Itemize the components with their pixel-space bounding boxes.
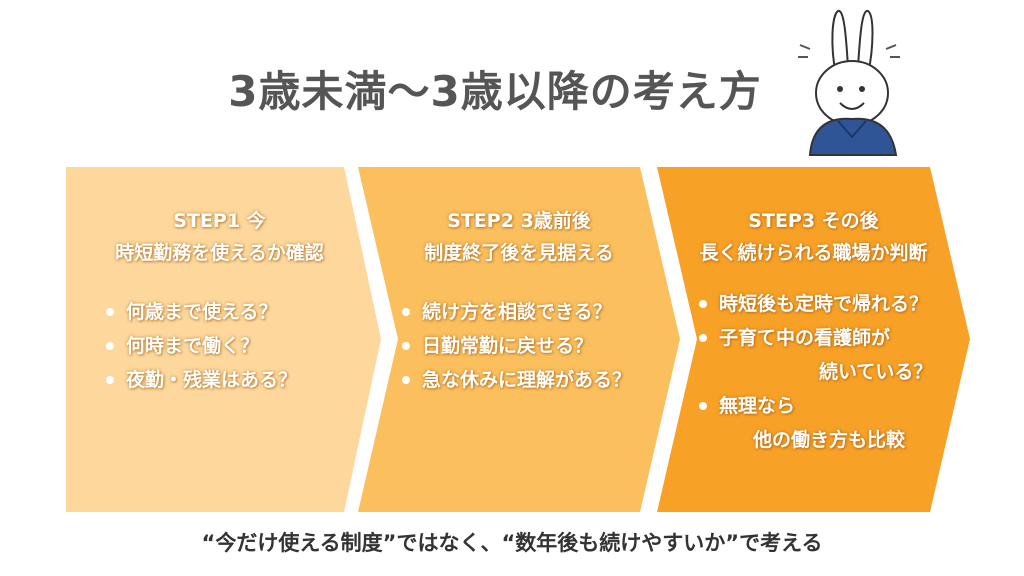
step3-heading: STEP3 その後 xyxy=(748,210,879,232)
bullet-icon xyxy=(402,308,410,316)
list-item: 時短後も定時で帰れる？ xyxy=(693,287,932,321)
step3-chevron-shape xyxy=(657,167,970,512)
step3-panel: STEP3 その後 長く続けられる職場か判断 時短後も定時で帰れる？ 子育て中の… xyxy=(657,167,970,512)
step2-heading: STEP2 3歳前後 xyxy=(447,210,591,232)
step3-subheading: 長く続けられる職場か判断 xyxy=(699,242,928,264)
step1-subheading: 時短勤務を使えるか確認 xyxy=(115,242,324,264)
bullet-icon xyxy=(402,376,410,384)
list-item: 何歳まで使える？ xyxy=(100,295,297,329)
list-item: 何時まで働く？ xyxy=(100,329,297,363)
step2-panel: STEP2 3歳前後 制度終了後を見据える 続け方を相談できる？ 日勤常勤に戻せ… xyxy=(358,167,680,512)
step2-chevron-shape xyxy=(358,167,680,512)
list-item: 夜勤・残業はある？ xyxy=(100,363,297,397)
bullet-icon xyxy=(106,342,114,350)
footer-message: “今だけ使える制度”ではなく、“数年後も続けやすいか”で考える xyxy=(201,531,823,555)
bullet-icon xyxy=(699,334,707,342)
bullet-icon xyxy=(402,342,410,350)
bullet-icon xyxy=(699,402,707,410)
step1-list: 何歳まで使える？ 何時まで働く？ 夜勤・残業はある？ xyxy=(100,295,297,397)
step3-shape xyxy=(657,167,970,512)
step3-list: 時短後も定時で帰れる？ 子育て中の看護師が続いている？ 無理なら他の働き方も比較 xyxy=(693,287,932,457)
bullet-icon xyxy=(106,308,114,316)
step1-heading: STEP1 今 xyxy=(173,210,266,232)
list-item: 日勤常勤に戻せる？ xyxy=(396,329,631,363)
step2-shape xyxy=(358,167,680,512)
list-item: 続け方を相談できる？ xyxy=(396,295,631,329)
step1-shape xyxy=(66,167,381,512)
rabbit-mascot-icon xyxy=(798,10,900,156)
step1-chevron-shape xyxy=(66,167,381,512)
list-item: 急な休みに理解がある？ xyxy=(396,363,631,397)
bullet-icon xyxy=(699,300,707,308)
bullet-icon xyxy=(106,376,114,384)
list-item: 子育て中の看護師が続いている？ xyxy=(693,321,932,389)
step2-list: 続け方を相談できる？ 日勤常勤に戻せる？ 急な休みに理解がある？ xyxy=(396,295,631,397)
list-item: 無理なら他の働き方も比較 xyxy=(693,389,932,457)
step1-panel: STEP1 今 時短勤務を使えるか確認 何歳まで使える？ 何時まで働く？ 夜勤・… xyxy=(66,167,381,512)
page-title: 3歳未満〜3歳以降の考え方 xyxy=(228,67,762,116)
step2-subheading: 制度終了後を見据える xyxy=(424,242,614,264)
